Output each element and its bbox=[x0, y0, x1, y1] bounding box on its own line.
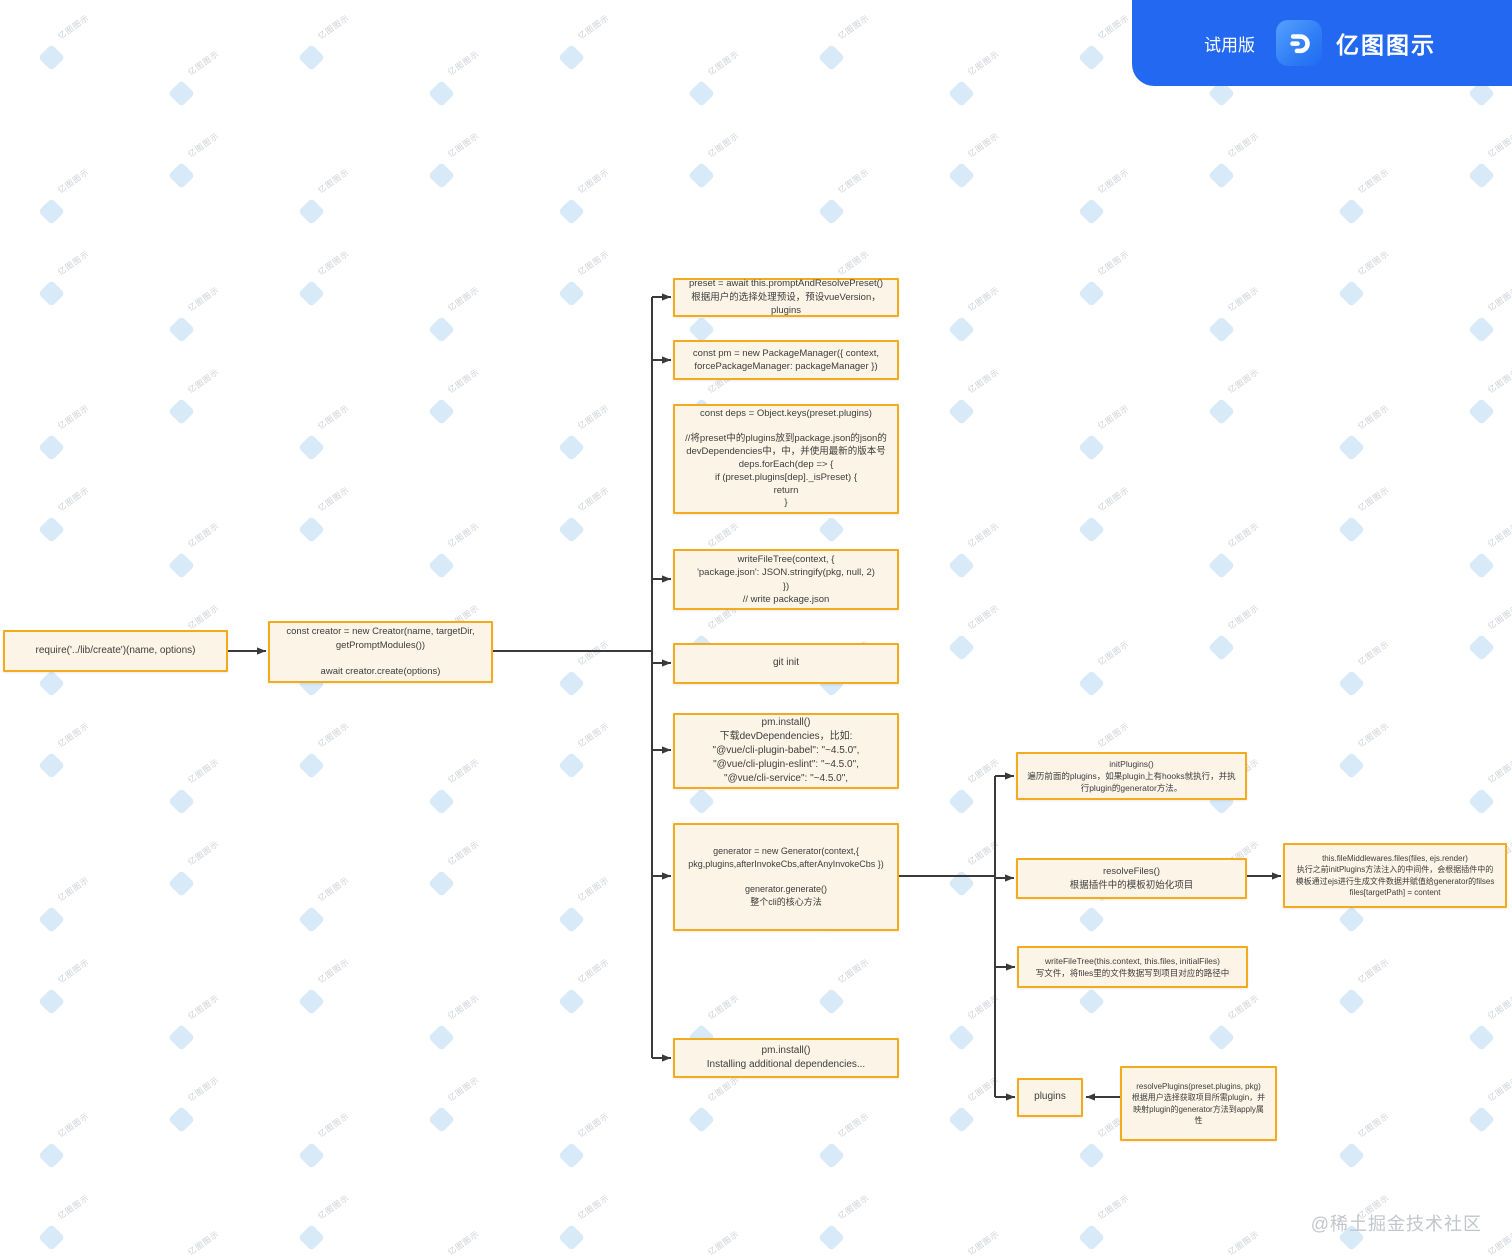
flow-node-deps[interactable]: const deps = Object.keys(preset.plugins)… bbox=[673, 404, 899, 514]
flow-node-pm-install[interactable]: pm.install() 下载devDependencies，比如: "@vue… bbox=[673, 713, 899, 789]
flow-node-git-init[interactable]: git init bbox=[673, 643, 899, 684]
trial-version-label: 试用版 bbox=[1204, 35, 1255, 55]
flow-node-resolve-plugins[interactable]: resolvePlugins(preset.plugins, pkg) 根据用户… bbox=[1120, 1066, 1277, 1141]
flow-node-init-plugins[interactable]: initPlugins() 遍历前面的plugins，如果plugin上有hoo… bbox=[1016, 752, 1247, 800]
trial-banner: 试用版 亿图图示 bbox=[1132, 0, 1512, 86]
brand-name: 亿图图示 bbox=[1336, 32, 1436, 58]
flow-node-plugins[interactable]: plugins bbox=[1017, 1078, 1083, 1117]
flow-node-require[interactable]: require('../lib/create')(name, options) bbox=[3, 630, 228, 672]
flow-node-creator[interactable]: const creator = new Creator(name, target… bbox=[268, 621, 493, 683]
flow-node-package-manager[interactable]: const pm = new PackageManager({ context,… bbox=[673, 340, 899, 380]
flow-node-write-file-tree-pkg[interactable]: writeFileTree(context, { 'package.json':… bbox=[673, 549, 899, 610]
flow-node-file-middlewares[interactable]: this.fileMiddlewares.files(files, ejs.re… bbox=[1283, 843, 1507, 908]
edraw-logo-icon bbox=[1276, 20, 1322, 66]
edraw-glyph-icon bbox=[1290, 34, 1310, 54]
flow-node-preset[interactable]: preset = await this.promptAndResolvePres… bbox=[673, 278, 899, 317]
flow-node-generator[interactable]: generator = new Generator(context,{ pkg,… bbox=[673, 823, 899, 931]
flow-node-write-file-tree-files[interactable]: writeFileTree(this.context, this.files, … bbox=[1017, 946, 1248, 988]
flow-node-resolve-files[interactable]: resolveFiles() 根据插件中的模板初始化项目 bbox=[1016, 858, 1247, 899]
flow-node-pm-install-additional[interactable]: pm.install() Installing additional depen… bbox=[673, 1038, 899, 1078]
community-credit: @稀土掘金技术社区 bbox=[1310, 1214, 1482, 1234]
